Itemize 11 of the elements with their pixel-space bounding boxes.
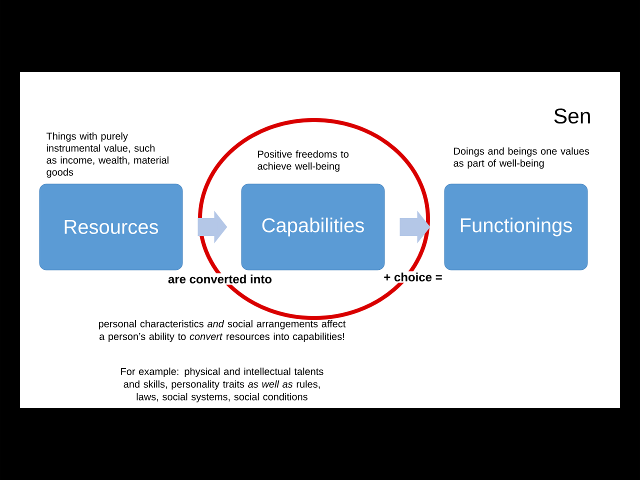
title: Sen <box>554 108 590 124</box>
description-text: Positive freedoms to achieve well-being <box>258 150 349 172</box>
edge-label: are converted into <box>166 273 274 285</box>
process-box: Capabilities <box>241 184 385 270</box>
process-box: Functionings <box>444 184 588 270</box>
edge-label: + choice = <box>382 271 444 283</box>
note-text: For example: physical and intellectual talents and skills, personality traits as well as rules, laws, social systems, social conditions <box>121 368 324 402</box>
process-box: Resources <box>39 184 183 270</box>
description-text: Doings and beings one values as part of well-being <box>454 147 590 169</box>
note-text: personal characteristics and social arrangements affect a person’s ability to convert resources into capabilities! <box>98 320 346 342</box>
description-text: Things with purely instrumental value, such as income, wealth, material goods <box>46 132 168 178</box>
